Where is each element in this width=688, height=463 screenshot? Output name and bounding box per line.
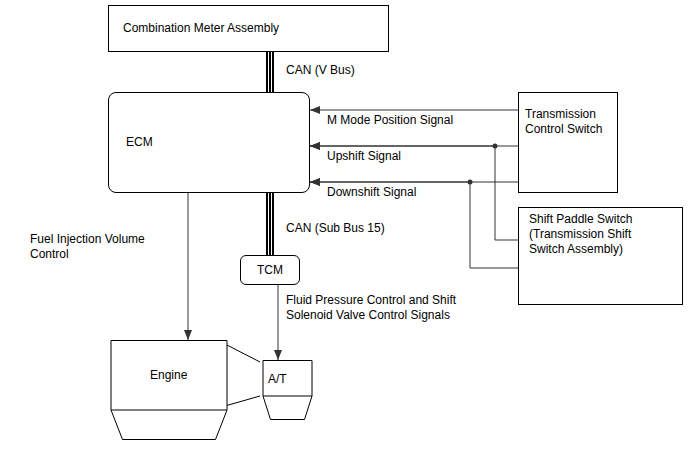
signal-label: CAN (V Bus) [284, 63, 357, 78]
transmission-shape: A/T [260, 360, 315, 420]
node-label: TCM [257, 263, 283, 278]
signal-arrow [188, 193, 189, 340]
node-label: Combination Meter Assembly [123, 21, 279, 36]
switch-box: Transmission Control Switch [518, 92, 618, 193]
bell-housing [225, 344, 260, 406]
node-label: ECM [126, 135, 153, 150]
meter-box: Combination Meter Assembly [108, 5, 389, 52]
signal-label: Fuel Injection Volume Control [28, 232, 162, 262]
node-label: A/T [268, 372, 315, 387]
signal-label: M Mode Position Signal [325, 113, 455, 128]
node-label: Engine [150, 368, 230, 383]
engine-shape: Engine [108, 340, 230, 440]
paddle-box: Shift Paddle Switch (Transmission Shift … [518, 207, 683, 305]
shape-outline [260, 360, 315, 420]
signal-arrow [310, 110, 518, 111]
can-bus-line [267, 193, 273, 255]
shape-outline [108, 340, 230, 440]
node-label: Transmission Control Switch [525, 107, 613, 137]
signal-label: Fluid Pressure Control and Shift Solenoi… [284, 293, 470, 323]
node-label: Shift Paddle Switch (Transmission Shift … [529, 212, 647, 257]
signal-label: Downshift Signal [325, 185, 418, 200]
signal-arrow [278, 285, 279, 360]
tcm-box: TCM [240, 255, 300, 285]
ecm-box: ECM [108, 92, 310, 193]
can-bus-line [267, 52, 273, 92]
signal-label: CAN (Sub Bus 15) [284, 221, 387, 236]
signal-label: Upshift Signal [325, 149, 403, 164]
